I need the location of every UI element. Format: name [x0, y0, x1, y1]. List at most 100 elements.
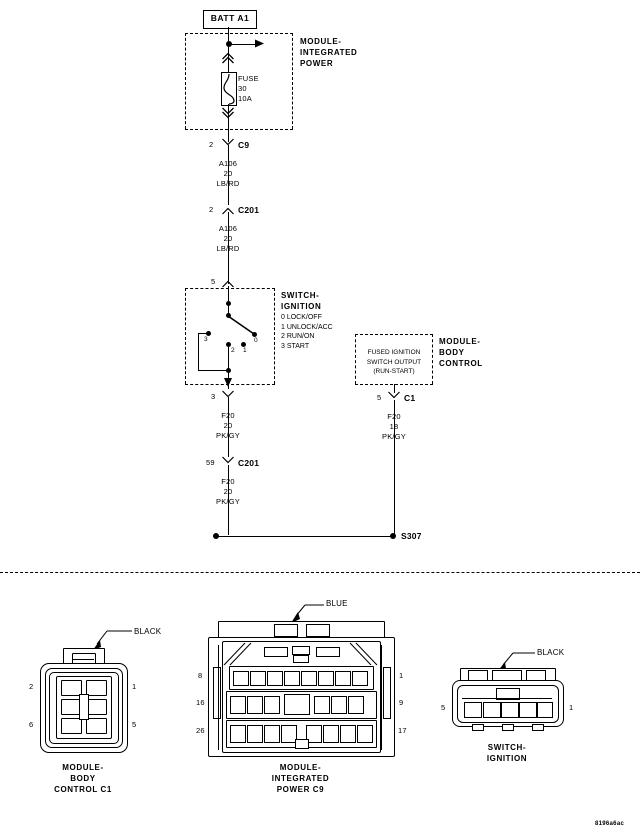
ignition-switch-pin-right: 1	[569, 703, 574, 712]
bcm-c1-color-callout: BLACK	[134, 627, 162, 636]
switch-bus-bottom	[198, 370, 229, 371]
mip-c9-cavity-r1-4	[284, 671, 300, 686]
wire-1-gauge: 20	[223, 169, 233, 178]
wire-2-color: LB/RD	[216, 244, 240, 253]
connector-view-ignition-switch: BLACK 5 1 SWITCH- IGNITION	[430, 630, 620, 770]
bcm-c1-cavity-6	[61, 718, 82, 734]
bcm-c1-cavity-1	[86, 680, 107, 696]
fuse-element-icon	[223, 73, 235, 105]
ignition-switch-foot-mid	[502, 724, 514, 731]
wire-fuse-bottom	[228, 104, 229, 142]
bcm-c1-callout-leader	[93, 630, 132, 650]
connector-c9-pin: 2	[209, 140, 214, 149]
wire-1-labels: A106 20 LB/RD	[213, 159, 243, 189]
splice-bus-left-stub	[216, 536, 230, 537]
wire-5-circuit: F20	[387, 412, 401, 421]
fuse-number: 30	[238, 84, 247, 93]
mip-enclosure-bottom	[185, 129, 293, 130]
switch-contact-0	[251, 331, 257, 337]
bcm-c1-center-key	[79, 694, 89, 720]
mip-enclosure-right	[292, 33, 293, 129]
mip-c9-cavity-r3-5	[306, 725, 322, 743]
switch-enclosure-right	[274, 288, 275, 384]
mip-c9-cavity-r2-3	[264, 696, 280, 714]
battery-source-box: BATT A1	[203, 10, 257, 29]
splice-label-s307: S307	[401, 531, 422, 541]
bcm-enclosure-right	[432, 334, 433, 384]
branch-arrow-icon	[255, 39, 264, 48]
wire-3-circuit: F20	[221, 411, 235, 420]
mip-c9-latch-right	[383, 667, 391, 719]
mip-c9-center-post-b	[292, 646, 310, 655]
mip-title: MODULE- INTEGRATED POWER	[300, 37, 358, 68]
mip-c9-cavity-r3-8	[357, 725, 373, 743]
bcm-c1-cavity-2	[61, 680, 82, 696]
mip-c9-flange-slot-right	[306, 624, 330, 637]
fuse-symbol	[221, 72, 237, 106]
mip-c9-cavity-r2-6	[331, 696, 347, 714]
current-direction-down-icon-1	[222, 107, 234, 119]
bcm-function-line2: SWITCH OUTPUT	[366, 358, 422, 366]
splice-bus-line	[228, 536, 394, 537]
wire-1-circuit: A106	[218, 159, 238, 168]
page-code: 8196a6ac	[595, 821, 625, 827]
switch-contact-1	[240, 341, 246, 347]
mip-c9-cavity-r2-7	[348, 696, 364, 714]
switch-contact-2-lead	[228, 344, 229, 372]
bcm-c1-pin-bottom-right: 5	[132, 720, 137, 729]
section-divider	[0, 572, 640, 573]
mip-c9-latch-left	[213, 667, 221, 719]
connector-c201-bottom-icon	[222, 456, 234, 464]
ignition-switch-cavity-2	[519, 702, 537, 718]
mip-c9-caption: MODULE- INTEGRATED POWER C9	[271, 763, 330, 794]
ignition-switch-cavity-3	[501, 702, 519, 718]
switch-pivot-dot	[225, 313, 231, 318]
mip-c9-cavity-r3-6	[323, 725, 339, 743]
current-direction-up-icon	[222, 52, 234, 64]
mip-c9-cavity-r3-2	[247, 725, 263, 743]
wire-seg-switch-to-c201b	[228, 397, 229, 457]
fuse-rating: 10A	[238, 94, 252, 103]
battery-source-label: BATT A1	[210, 13, 250, 23]
switch-input-lead	[228, 286, 229, 303]
mip-c9-cavity-r2-1	[230, 696, 246, 714]
ignition-switch-pin-left: 5	[441, 703, 446, 712]
mip-enclosure-top	[185, 33, 293, 34]
wire-5-gauge: 18	[389, 422, 399, 431]
wire-batt-to-splice	[228, 27, 229, 44]
mip-c9-callout-leader	[291, 604, 324, 623]
switch-contact-0-label: 0	[254, 337, 258, 344]
switch-wiper-arm	[227, 315, 255, 335]
fuse-label: FUSE	[238, 74, 259, 83]
wire-2-labels: A106 20 LB/RD	[213, 224, 243, 254]
wire-4-labels: F20 20 PK/GY	[213, 477, 243, 507]
switch-input-pin-icon	[222, 280, 234, 288]
switch-contact-1-label: 1	[243, 347, 247, 354]
switch-contact-2-label: 2	[231, 347, 235, 354]
bcm-c1-cavity-5	[86, 718, 107, 734]
wire-seg-c1-to-splice	[394, 400, 395, 536]
switch-pivot-dot-upper	[225, 301, 231, 306]
bcm-c1-lock-tab-rib	[72, 659, 94, 660]
bcm-title: MODULE- BODY CONTROL	[439, 337, 483, 368]
wire-seg-c201-to-switch	[228, 212, 229, 284]
mip-c9-flange-slot-left	[274, 624, 298, 637]
mip-c9-color-callout: BLUE	[326, 599, 348, 608]
bcm-enclosure-left	[355, 334, 356, 384]
switch-pivot-link	[228, 304, 229, 315]
mip-c9-cavity-r1-2	[250, 671, 266, 686]
mip-c9-center-post-c	[316, 647, 340, 657]
switch-position-0: 0 LOCK/OFF	[281, 314, 322, 321]
mip-c9-guide-left	[218, 645, 219, 750]
bcm-c1-cavity-3	[86, 699, 107, 715]
bcm-c1-pin-bottom-left: 6	[29, 720, 34, 729]
ignition-switch-foot-left	[472, 724, 484, 731]
wire-5-color: PK/GY	[382, 432, 406, 441]
bcm-function-text: FUSED IGNITION SWITCH OUTPUT (RUN-START)	[357, 348, 431, 377]
switch-enclosure-top	[185, 288, 275, 289]
mip-c9-center-post-a	[264, 647, 288, 657]
wire-seg-c201b-to-splice	[228, 465, 229, 535]
switch-position-2: 2 RUN/ON	[281, 333, 315, 340]
mip-c9-cavity-r1-7	[335, 671, 351, 686]
mip-c9-chamfer-left	[223, 642, 252, 666]
